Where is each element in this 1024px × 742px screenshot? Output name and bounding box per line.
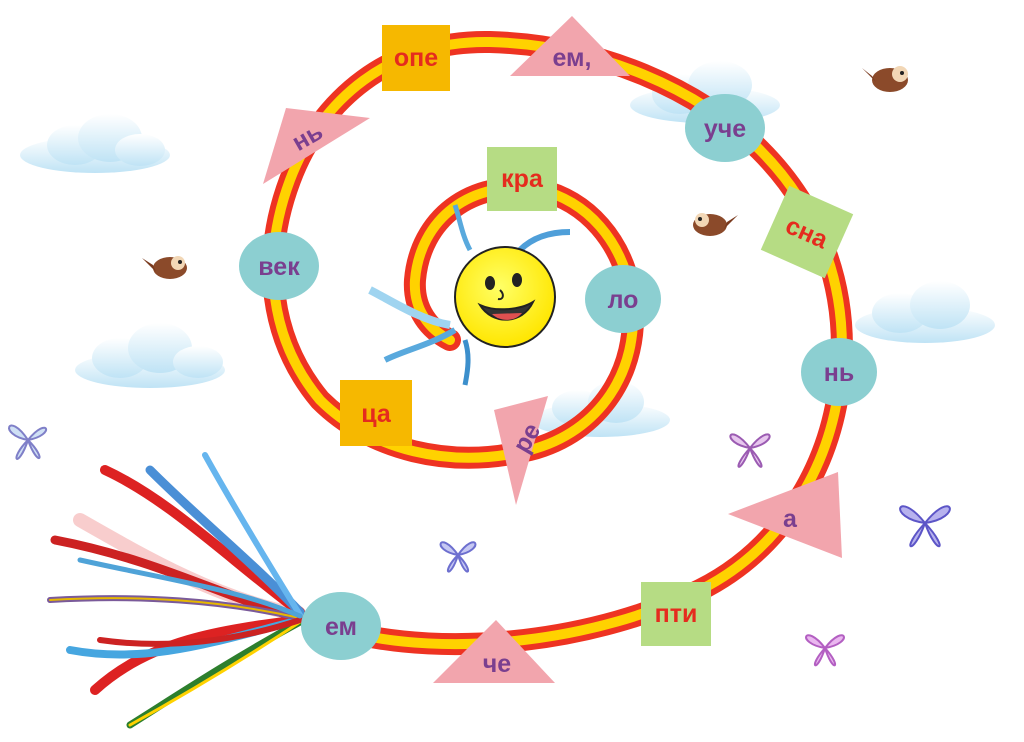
cloud-right: [855, 281, 995, 343]
token-text: а: [783, 505, 798, 533]
token-n-left: нь: [263, 108, 370, 184]
butterfly-icon: [729, 433, 771, 468]
token-text: нь: [824, 359, 854, 387]
butterfly-icon: [899, 505, 951, 548]
token-tsa: ца: [340, 380, 412, 446]
token-text: уче: [704, 115, 746, 143]
token-text: кра: [501, 165, 544, 193]
bird-icon: [142, 256, 187, 279]
token-a: а: [728, 472, 842, 558]
token-em: ем: [301, 592, 381, 660]
token-text: ца: [361, 400, 392, 428]
cloud-left-middle: [75, 323, 225, 388]
bird-icon: [862, 66, 908, 92]
butterfly-icon: [439, 541, 477, 573]
token-uche: уче: [685, 94, 765, 162]
ribbon-tail: [47, 452, 307, 729]
butterfly-icon: [805, 634, 845, 667]
token-kra: кра: [487, 147, 557, 211]
token-text: ло: [608, 286, 639, 314]
sun-face: [368, 204, 571, 386]
token-lo: ло: [585, 265, 661, 333]
token-n-right: нь: [801, 338, 877, 406]
token-che: че: [433, 620, 555, 683]
butterfly-icon: [8, 424, 47, 460]
token-text: век: [258, 253, 300, 281]
token-vek: век: [239, 232, 319, 300]
token-text: че: [483, 650, 512, 678]
token-pti: пти: [641, 582, 711, 646]
token-em-comma: ем,: [510, 16, 630, 76]
token-text: пти: [655, 600, 698, 628]
token-text: ем,: [552, 44, 591, 72]
token-sna: сна: [760, 185, 854, 279]
bird-icon: [693, 213, 738, 236]
cloud-left-top: [20, 114, 170, 173]
token-text: опе: [394, 44, 438, 72]
token-ope: опе: [382, 25, 450, 91]
token-text: ем: [325, 613, 357, 641]
